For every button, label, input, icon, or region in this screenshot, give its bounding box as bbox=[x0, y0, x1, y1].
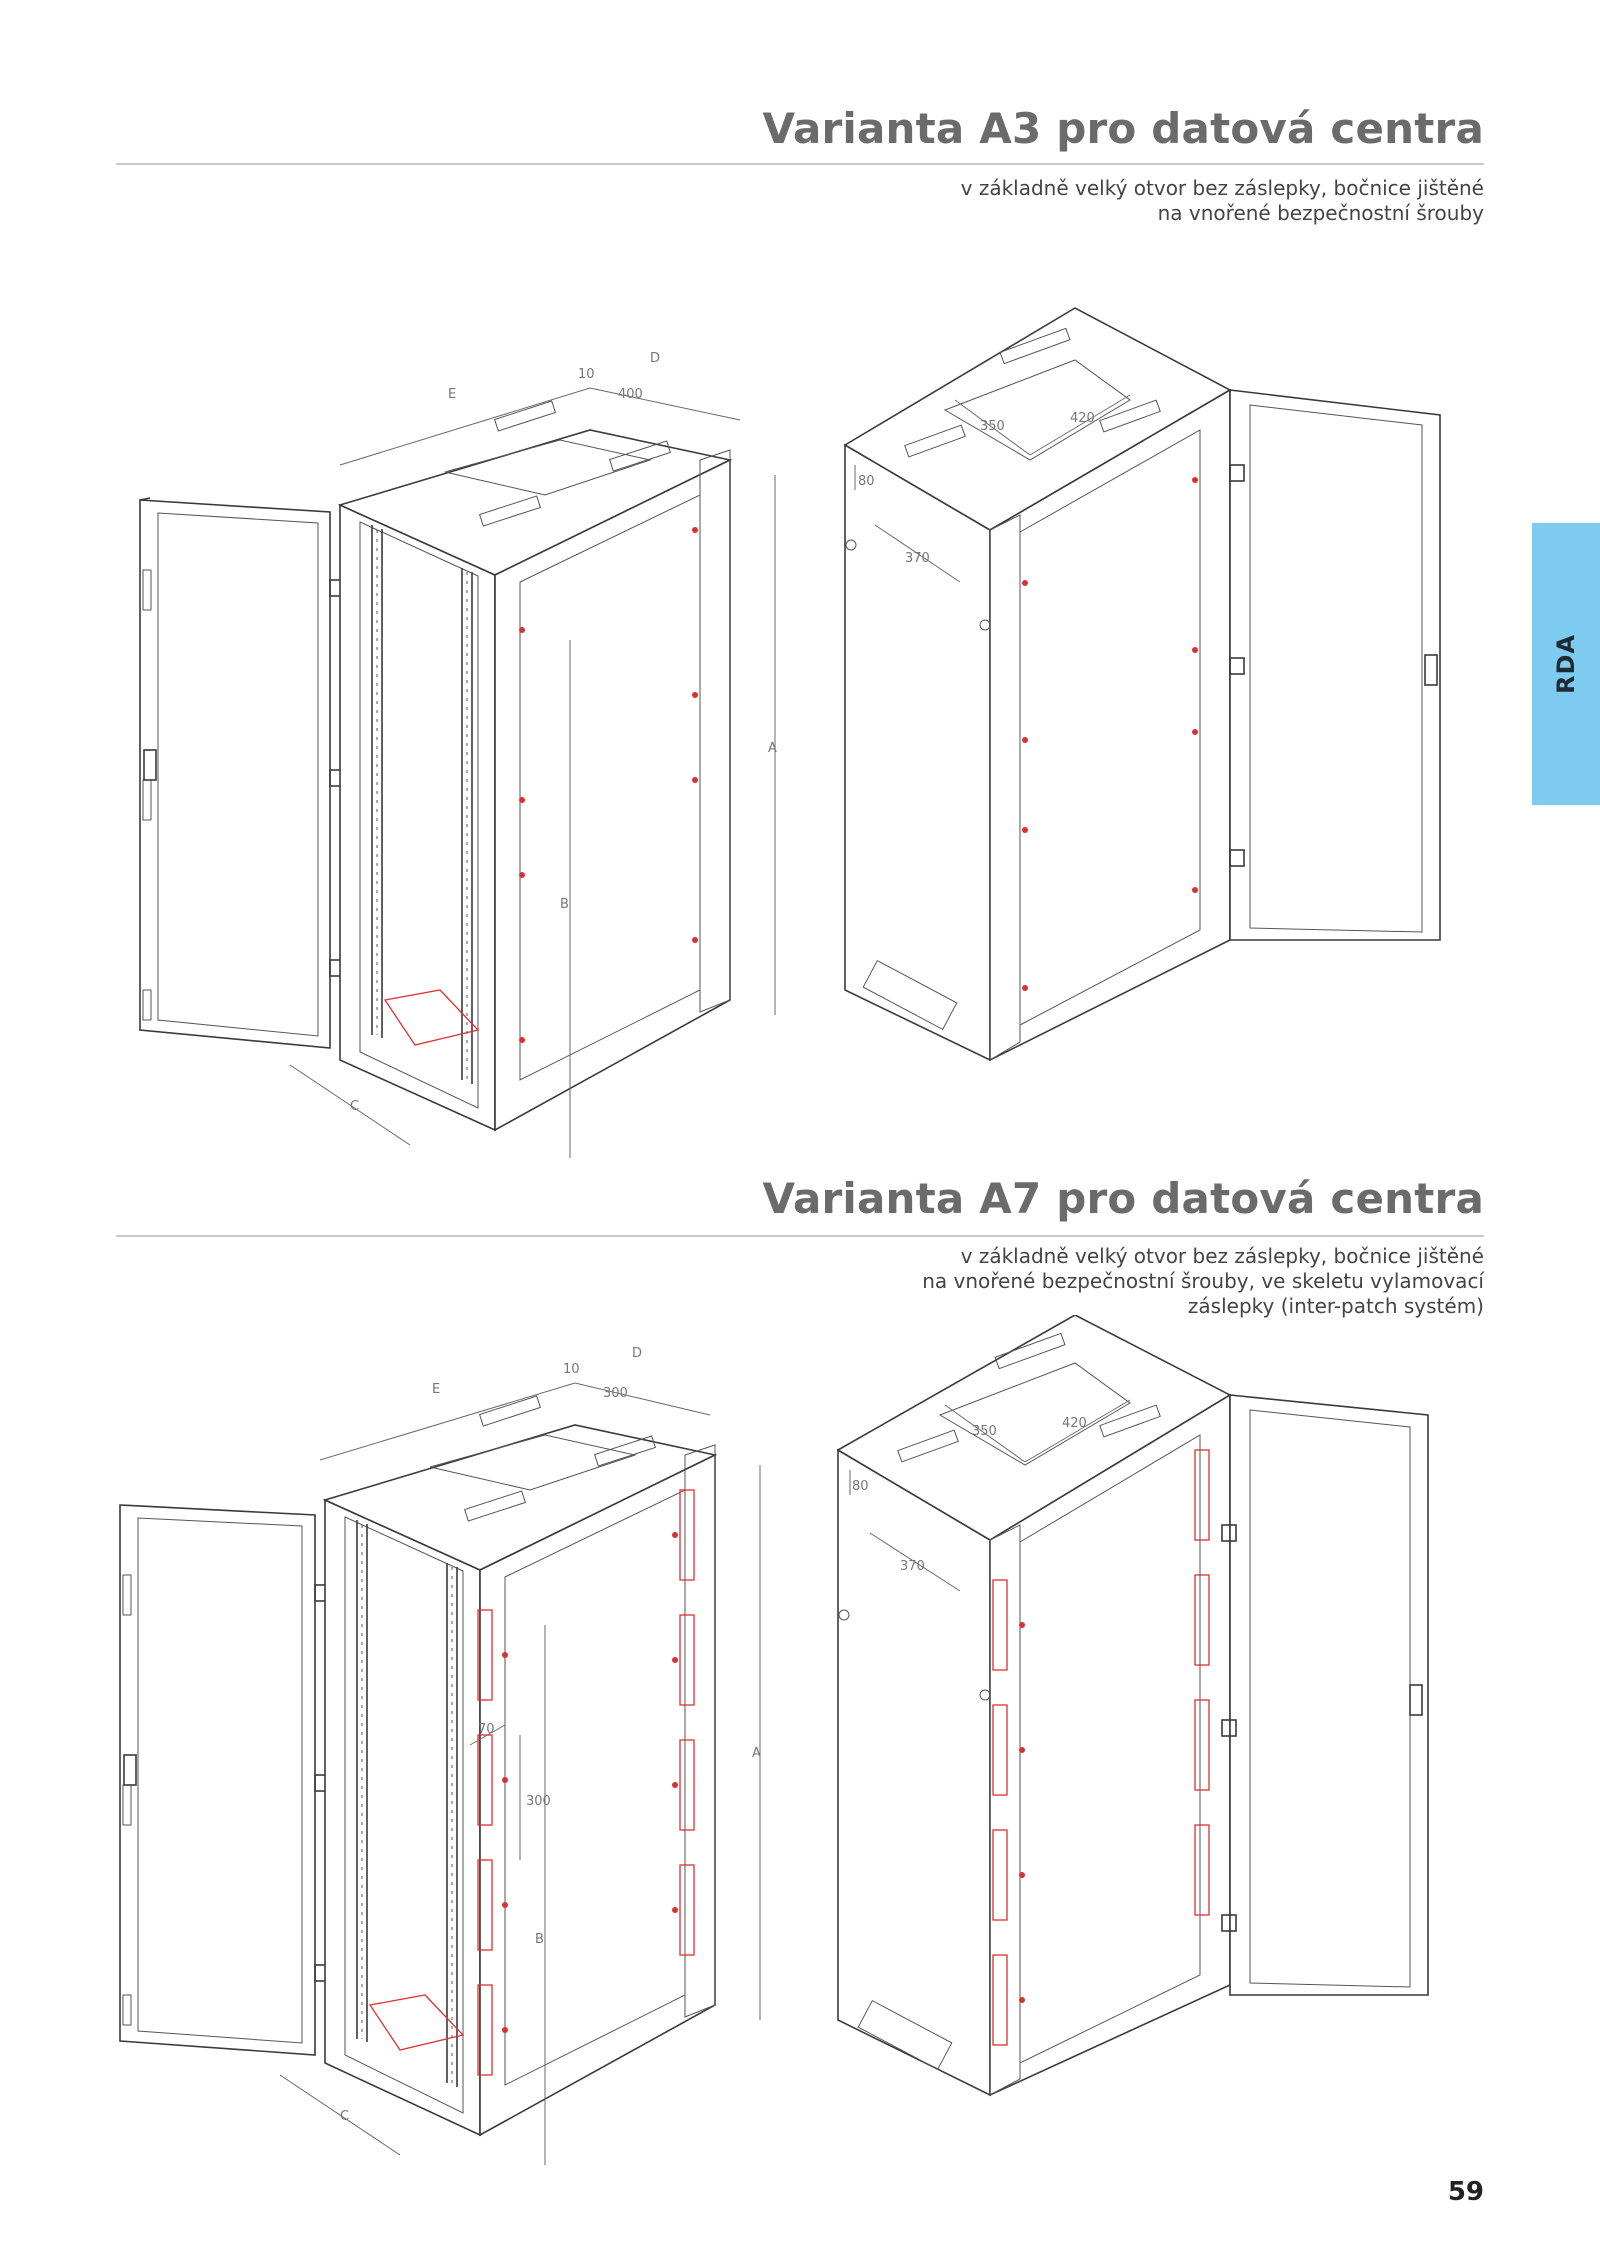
cabinet-rear-side bbox=[837, 1448, 991, 2097]
hinge-icon bbox=[1229, 657, 1245, 675]
cabinet-drawing-a7: E D 10 300 A B 70 300 C bbox=[119, 1315, 1429, 2165]
patch-knockout bbox=[1194, 1449, 1210, 1541]
dim-label-420: 420 bbox=[1062, 1416, 1087, 1431]
patch-knockout bbox=[1194, 1699, 1210, 1791]
section-title-a3: Varianta A3 pro datová centra bbox=[762, 104, 1484, 153]
dim-label-350: 350 bbox=[972, 1424, 997, 1439]
patch-knockout bbox=[477, 1859, 493, 1951]
dim-label-300-vertical: 300 bbox=[526, 1794, 551, 1809]
open-door bbox=[119, 1504, 316, 2056]
dim-label-a: A bbox=[752, 1746, 761, 1761]
patch-knockout bbox=[679, 1614, 695, 1706]
open-door bbox=[1229, 1394, 1429, 1996]
door-handle-icon bbox=[143, 749, 157, 781]
description-line: záslepky (inter-patch systém) bbox=[1187, 1294, 1484, 1318]
dim-label-b: B bbox=[535, 1932, 544, 1947]
dimension-line bbox=[869, 1532, 961, 1592]
dimension-line bbox=[1029, 394, 1131, 456]
section-title-a7: Varianta A7 pro datová centra bbox=[762, 1174, 1484, 1223]
dimension-line bbox=[954, 399, 1031, 456]
dim-label-400: 400 bbox=[618, 387, 643, 402]
patch-knockout bbox=[679, 1739, 695, 1831]
base-opening bbox=[383, 989, 480, 1046]
hinge-icon bbox=[1221, 1524, 1237, 1542]
door-handle-icon bbox=[123, 1754, 137, 1786]
dim-label-10: 10 bbox=[563, 1362, 580, 1377]
dim-label-370: 370 bbox=[905, 551, 930, 566]
patch-knockout bbox=[992, 1704, 1008, 1796]
dimension-line bbox=[1024, 1399, 1131, 1463]
dimension-line bbox=[279, 2074, 401, 2156]
dim-label-e: E bbox=[432, 1382, 440, 1397]
cabinet-drawing-a3: E D 10 400 A B C bbox=[139, 307, 1441, 1158]
dim-label-350: 350 bbox=[980, 419, 1005, 434]
dim-label-80: 80 bbox=[852, 1479, 869, 1494]
description-line: na vnořené bezpečnostní šrouby, ve skele… bbox=[922, 1269, 1484, 1293]
dim-label-c: C bbox=[350, 1099, 359, 1114]
patch-knockout bbox=[477, 1984, 493, 2076]
open-door bbox=[1229, 389, 1441, 941]
dim-label-370: 370 bbox=[900, 1559, 925, 1574]
dim-label-e: E bbox=[448, 387, 456, 402]
dimension-line bbox=[874, 524, 961, 583]
hinge-icon bbox=[1229, 849, 1245, 867]
open-door bbox=[139, 499, 331, 1049]
patch-knockout bbox=[477, 1734, 493, 1826]
section-divider bbox=[116, 163, 1484, 165]
dimension-line bbox=[319, 1382, 576, 1461]
hinge-icon bbox=[1221, 1719, 1237, 1737]
section-divider bbox=[116, 1235, 1484, 1237]
dim-label-70: 70 bbox=[478, 1722, 495, 1737]
dim-label-300: 300 bbox=[603, 1386, 628, 1401]
dimension-line bbox=[469, 1724, 506, 1746]
description-line: v základně velký otvor bez záslepky, boč… bbox=[960, 176, 1484, 200]
hinge-icon bbox=[1229, 464, 1245, 482]
patch-knockout bbox=[992, 1829, 1008, 1921]
dim-label-80: 80 bbox=[858, 474, 875, 489]
patch-knockout bbox=[1194, 1824, 1210, 1916]
dim-label-d: D bbox=[632, 1346, 642, 1361]
patch-knockout bbox=[679, 1864, 695, 1956]
base-opening bbox=[368, 1994, 465, 2051]
patch-knockout bbox=[477, 1609, 493, 1701]
dimension-line bbox=[574, 1382, 711, 1416]
description-line: v základně velký otvor bez záslepky, boč… bbox=[960, 1244, 1484, 1268]
dim-label-a: A bbox=[768, 741, 777, 756]
side-tab-label: RDA bbox=[1551, 634, 1580, 694]
patch-knockout bbox=[992, 1954, 1008, 2046]
dimension-line bbox=[589, 387, 741, 421]
back-cabinet-view: 350 420 80 370 bbox=[843, 307, 1441, 1062]
patch-knockout bbox=[992, 1579, 1008, 1671]
cabinet-side-panel bbox=[494, 458, 731, 1132]
door-handle-icon bbox=[1409, 1684, 1423, 1716]
page-number: 59 bbox=[1447, 2177, 1484, 2207]
dim-label-420: 420 bbox=[1070, 411, 1095, 426]
cabinet-rear-side bbox=[844, 443, 991, 1062]
front-cabinet-view: E D 10 300 A B 70 300 C bbox=[119, 1346, 761, 2165]
front-cabinet-view: E D 10 400 A B C bbox=[139, 351, 777, 1158]
description-line: na vnořené bezpečnostní šrouby bbox=[1157, 201, 1484, 225]
dim-label-10: 10 bbox=[578, 367, 595, 382]
side-tab-rda: RDA bbox=[1532, 523, 1600, 805]
hinge-icon bbox=[1221, 1914, 1237, 1932]
dim-label-c: C bbox=[340, 2109, 349, 2124]
back-cabinet-view: 350 420 80 370 bbox=[836, 1315, 1429, 2097]
dimension-line bbox=[339, 387, 591, 466]
dimension-line bbox=[944, 1404, 1026, 1463]
dimension-line bbox=[289, 1064, 411, 1146]
dim-label-d: D bbox=[650, 351, 660, 366]
section-description-a7: v základně velký otvor bez záslepky, boč… bbox=[922, 1244, 1484, 1319]
door-handle-icon bbox=[1424, 654, 1438, 686]
patch-knockout bbox=[1194, 1574, 1210, 1666]
dim-label-b: B bbox=[560, 897, 569, 912]
section-description-a3: v základně velký otvor bez záslepky, boč… bbox=[961, 176, 1484, 226]
patch-knockout bbox=[679, 1489, 695, 1581]
